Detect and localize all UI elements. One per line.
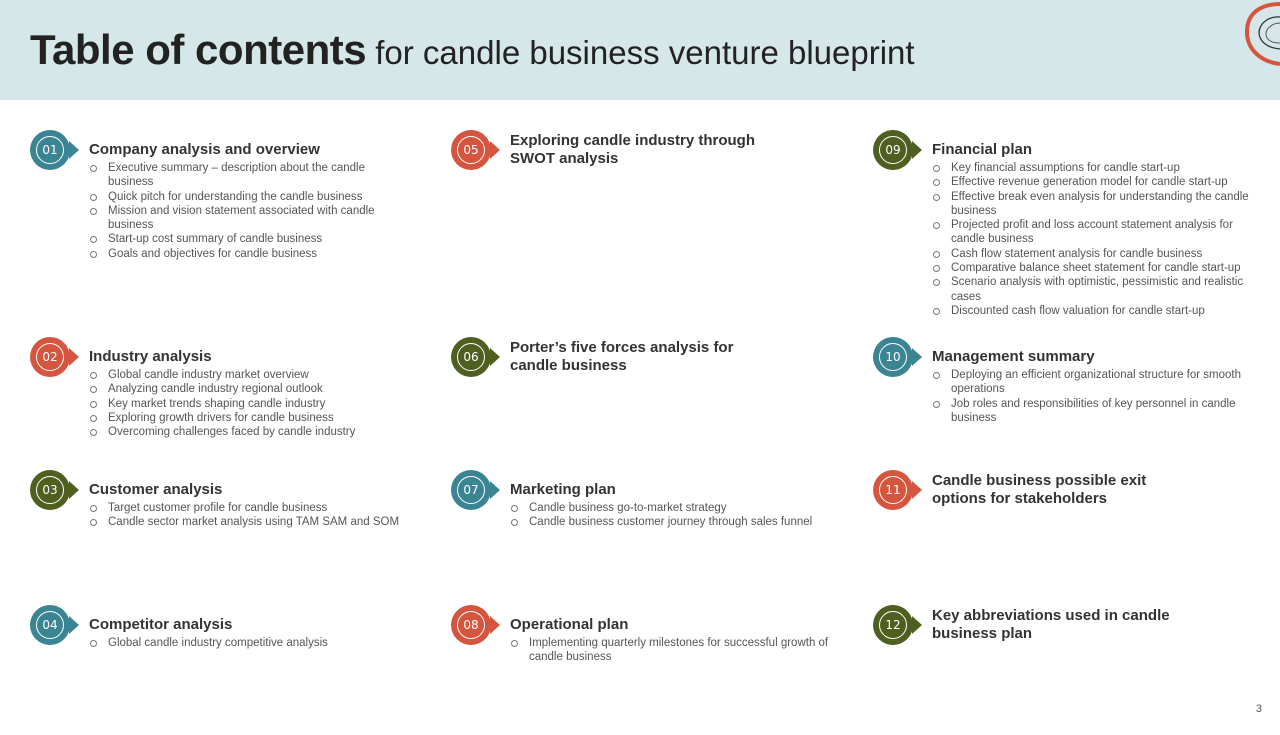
number-badge-label: 02 bbox=[36, 343, 64, 371]
toc-item-bullets: Global candle industry competitive analy… bbox=[89, 636, 409, 650]
number-badge: 04 bbox=[30, 605, 79, 645]
number-badge-label: 09 bbox=[879, 136, 907, 164]
toc-bullet-item: Key market trends shaping candle industr… bbox=[89, 397, 409, 411]
page-title-bold: Table of contents bbox=[30, 26, 367, 73]
number-badge: 09 bbox=[873, 130, 922, 170]
number-badge-label: 04 bbox=[36, 611, 64, 639]
number-badge: 02 bbox=[30, 337, 79, 377]
toc-bullet-item: Candle business customer journey through… bbox=[510, 515, 850, 529]
number-badge-label: 05 bbox=[457, 136, 485, 164]
number-badge-label: 10 bbox=[879, 343, 907, 371]
toc-item-title: Management summary bbox=[932, 348, 1095, 365]
toc-item-bullets: Implementing quarterly milestones for su… bbox=[510, 636, 850, 665]
number-badge-label: 07 bbox=[457, 476, 485, 504]
toc-bullet-item: Effective revenue generation model for c… bbox=[932, 175, 1262, 189]
toc-item-bullets: Target customer profile for candle busin… bbox=[89, 501, 409, 530]
wavy-lines-decoration-icon bbox=[1244, 2, 1280, 66]
number-badge-label: 01 bbox=[36, 136, 64, 164]
toc-bullet-item: Discounted cash flow valuation for candl… bbox=[932, 304, 1262, 318]
number-badge: 12 bbox=[873, 605, 922, 645]
number-badge: 11 bbox=[873, 470, 922, 510]
toc-item-title: Candle business possible exit options fo… bbox=[932, 472, 1147, 507]
toc-bullet-item: Global candle industry competitive analy… bbox=[89, 636, 409, 650]
number-badge-label: 12 bbox=[879, 611, 907, 639]
toc-bullet-item: Global candle industry market overview bbox=[89, 368, 409, 382]
toc-bullet-item: Mission and vision statement associated … bbox=[89, 204, 409, 233]
toc-bullet-item: Executive summary – description about th… bbox=[89, 161, 409, 190]
toc-item-title: Key abbreviations used in candle busines… bbox=[932, 607, 1170, 642]
number-badge: 10 bbox=[873, 337, 922, 377]
toc-bullet-item: Candle business go-to-market strategy bbox=[510, 501, 850, 515]
toc-bullet-item: Exploring growth drivers for candle busi… bbox=[89, 411, 409, 425]
page-number: 3 bbox=[1255, 703, 1262, 715]
toc-item-bullets: Executive summary – description about th… bbox=[89, 161, 409, 261]
toc-item-title: Operational plan bbox=[510, 616, 629, 633]
number-badge-label: 06 bbox=[457, 343, 485, 371]
toc-bullet-item: Comparative balance sheet statement for … bbox=[932, 261, 1262, 275]
number-badge: 03 bbox=[30, 470, 79, 510]
toc-item-12[interactable]: 12 Key abbreviations used in candle busin… bbox=[873, 605, 1263, 735]
toc-bullet-item: Job roles and responsibilities of key pe… bbox=[932, 397, 1262, 426]
number-badge-label: 08 bbox=[457, 611, 485, 639]
toc-bullet-item: Implementing quarterly milestones for su… bbox=[510, 636, 850, 665]
toc-bullet-item: Cash flow statement analysis for candle … bbox=[932, 247, 1262, 261]
number-badge-label: 11 bbox=[879, 476, 907, 504]
toc-bullet-item: Target customer profile for candle busin… bbox=[89, 501, 409, 515]
toc-item-bullets: Deploying an efficient organizational st… bbox=[932, 368, 1262, 425]
toc-bullet-item: Overcoming challenges faced by candle in… bbox=[89, 425, 409, 439]
number-badge: 05 bbox=[451, 130, 500, 170]
toc-bullet-item: Start-up cost summary of candle business bbox=[89, 232, 409, 246]
toc-item-title: Industry analysis bbox=[89, 348, 212, 365]
number-badge: 08 bbox=[451, 605, 500, 645]
number-badge: 06 bbox=[451, 337, 500, 377]
number-badge: 07 bbox=[451, 470, 500, 510]
number-badge-label: 03 bbox=[36, 476, 64, 504]
toc-bullet-item: Analyzing candle industry regional outlo… bbox=[89, 382, 409, 396]
toc-bullet-item: Scenario analysis with optimistic, pessi… bbox=[932, 275, 1262, 304]
toc-bullet-item: Deploying an efficient organizational st… bbox=[932, 368, 1262, 397]
toc-item-bullets: Key financial assumptions for candle sta… bbox=[932, 161, 1262, 318]
toc-bullet-item: Effective break even analysis for unders… bbox=[932, 190, 1262, 219]
toc-bullet-item: Key financial assumptions for candle sta… bbox=[932, 161, 1262, 175]
header-band: Table of contents for candle business ve… bbox=[0, 0, 1280, 100]
toc-item-title: Company analysis and overview bbox=[89, 141, 320, 158]
page-title-subtitle: for candle business venture blueprint bbox=[366, 34, 915, 71]
toc-item-title: Competitor analysis bbox=[89, 616, 233, 633]
toc-item-title: Customer analysis bbox=[89, 481, 223, 498]
toc-item-title: Exploring candle industry through SWOT a… bbox=[510, 132, 756, 167]
toc-item-06[interactable]: 06 Porter’s five forces analysis for cand… bbox=[451, 337, 841, 467]
toc-item-title: Financial plan bbox=[932, 141, 1033, 158]
toc-item-title: Marketing plan bbox=[510, 481, 616, 498]
toc-item-11[interactable]: 11 Candle business possible exit options … bbox=[873, 470, 1263, 600]
page-title: Table of contents for candle business ve… bbox=[30, 24, 915, 79]
toc-item-title: Porter’s five forces analysis for candle… bbox=[510, 339, 734, 374]
toc-bullet-item: Quick pitch for understanding the candle… bbox=[89, 190, 409, 204]
toc-item-05[interactable]: 05 Exploring candle industry through SWOT… bbox=[451, 130, 841, 260]
toc-bullet-item: Goals and objectives for candle business bbox=[89, 247, 409, 261]
toc-bullet-item: Candle sector market analysis using TAM … bbox=[89, 515, 409, 529]
toc-bullet-item: Projected profit and loss account statem… bbox=[932, 218, 1262, 247]
number-badge: 01 bbox=[30, 130, 79, 170]
